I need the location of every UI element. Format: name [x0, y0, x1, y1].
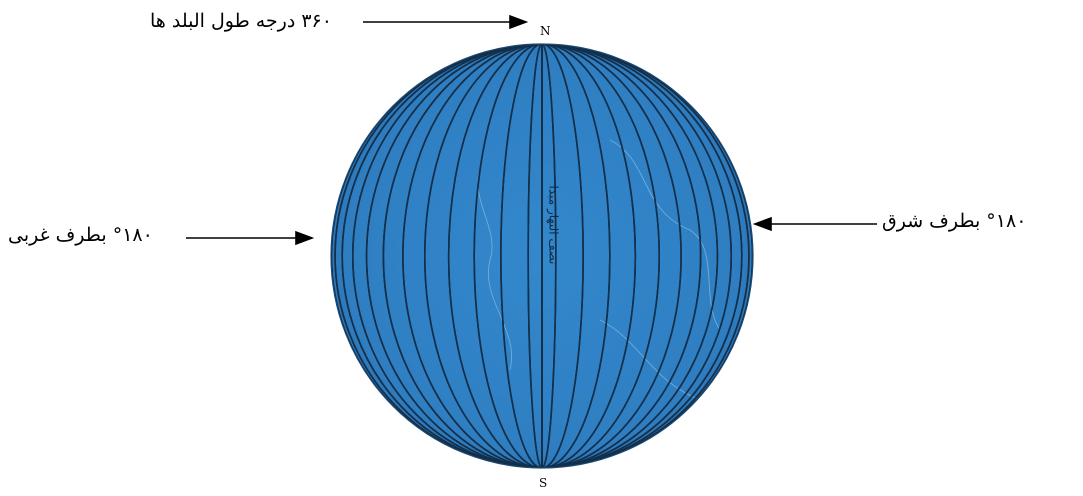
label-180-west: °۱۸۰ بطرف غربی	[8, 226, 153, 245]
label-180-east: °۱۸۰ بطرف شرق	[882, 212, 1026, 231]
prime-meridian-label: نصف النهار مبدا	[547, 178, 561, 273]
north-pole-label: N	[540, 25, 551, 37]
arrow-top-head	[510, 16, 526, 28]
label-360-meridians: ۳۶۰ درجه طول البلد ها	[150, 12, 332, 31]
arrow-left-head	[296, 232, 312, 244]
south-pole-label: S	[539, 477, 547, 489]
arrow-right-head	[755, 218, 771, 230]
